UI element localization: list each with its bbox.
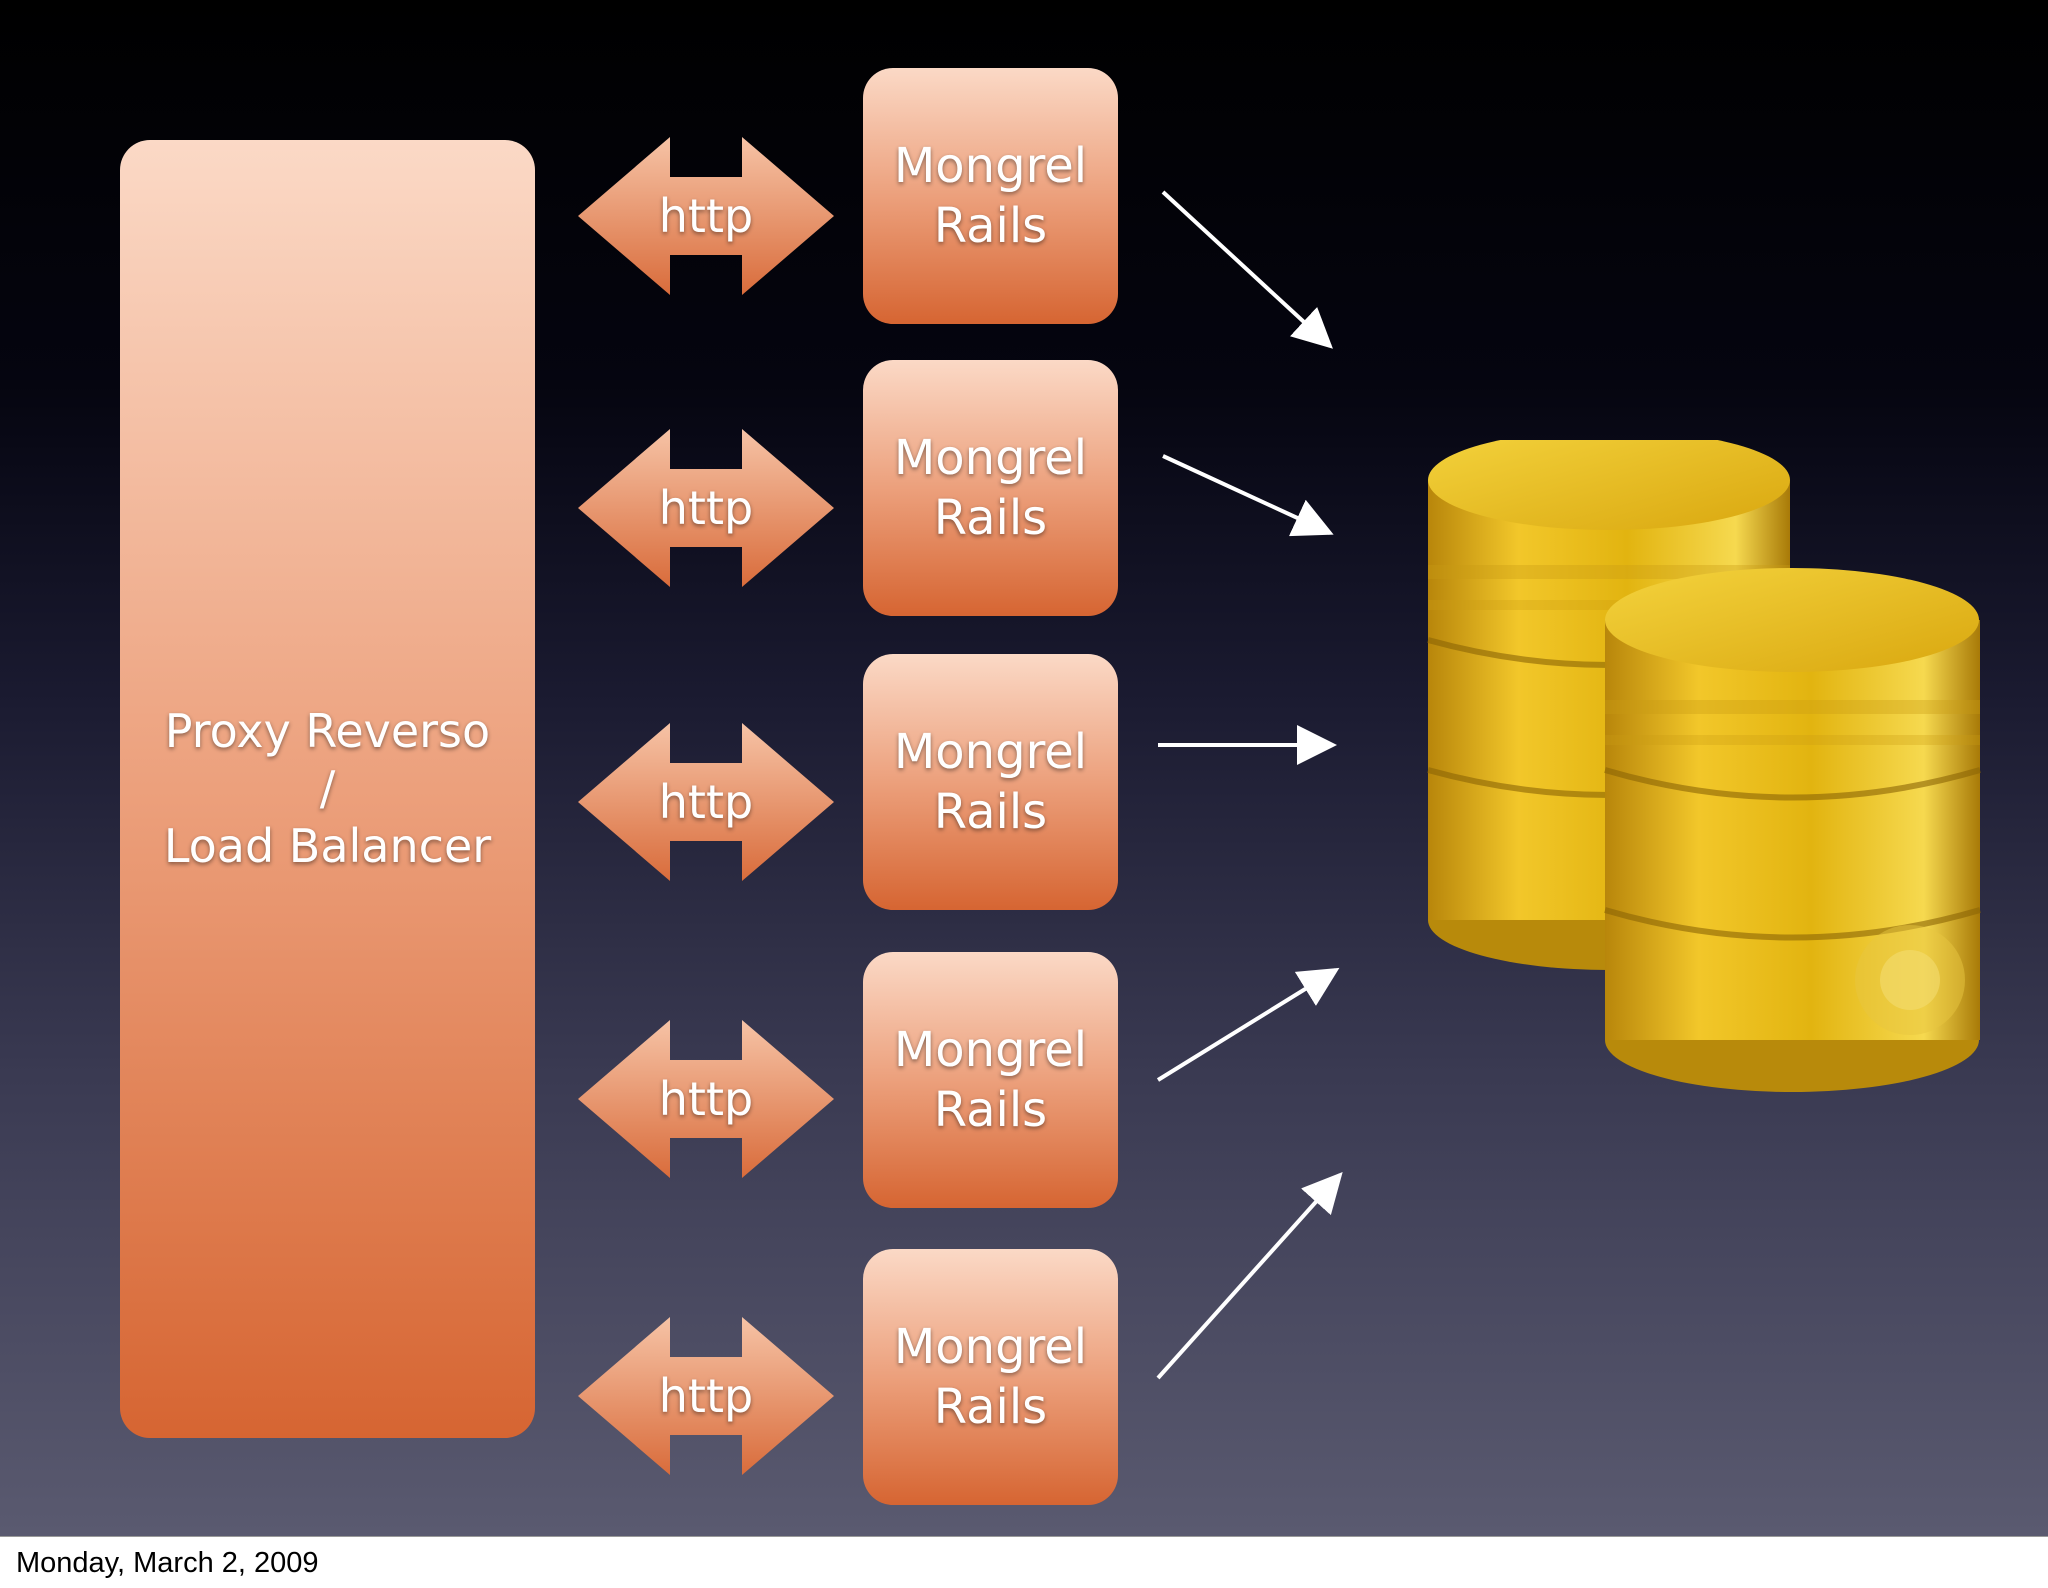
- server-label-line-1: Mongrel: [893, 1022, 1088, 1078]
- connector-arrow-1: [1161, 190, 1333, 349]
- http-label: http: [658, 1072, 754, 1126]
- connector-arrows: [1156, 190, 1343, 1380]
- http-label: http: [658, 1369, 754, 1423]
- http-label: http: [658, 775, 754, 829]
- mongrel-rails-server-1: Mongrel Rails: [863, 68, 1118, 324]
- server-label-line-1: Mongrel: [893, 1319, 1088, 1375]
- http-arrow: http: [578, 723, 834, 881]
- connector-arrow-4: [1156, 967, 1340, 1082]
- double-arrow-icon: [578, 1317, 834, 1475]
- http-arrow: http: [578, 429, 834, 587]
- http-arrow: http: [578, 137, 834, 295]
- server-label-line-2: Rails: [933, 490, 1048, 546]
- proxy-label-line-2: /: [319, 761, 336, 816]
- http-label: http: [658, 481, 754, 535]
- server-label-line-2: Rails: [933, 1379, 1048, 1435]
- mongrel-rails-server-3: Mongrel Rails: [863, 654, 1118, 910]
- http-arrow: http: [578, 1020, 834, 1178]
- double-arrow-icon: [578, 1020, 834, 1178]
- footer: Monday, March 2, 2009: [0, 1536, 2048, 1588]
- server-label-line-1: Mongrel: [893, 138, 1088, 194]
- proxy-load-balancer-box: Proxy Reverso / Load Balancer: [120, 140, 535, 1438]
- footer-date: Monday, March 2, 2009: [16, 1547, 319, 1579]
- double-arrow-icon: [578, 429, 834, 587]
- server-label-line-1: Mongrel: [893, 724, 1088, 780]
- server-label-line-2: Rails: [933, 198, 1048, 254]
- server-label-line-2: Rails: [933, 784, 1048, 840]
- slide: Proxy Reverso / Load Balancer http Mongr…: [0, 0, 2048, 1536]
- mongrel-rails-server-2: Mongrel Rails: [863, 360, 1118, 616]
- server-label-line-2: Rails: [933, 1082, 1048, 1138]
- proxy-label-line-1: Proxy Reverso: [164, 703, 491, 758]
- double-arrow-icon: [578, 137, 834, 295]
- mongrel-rails-server-5: Mongrel Rails: [863, 1249, 1118, 1505]
- mongrel-rails-server-4: Mongrel Rails: [863, 952, 1118, 1208]
- double-arrow-icon: [578, 723, 834, 881]
- connector-arrow-5: [1156, 1172, 1343, 1380]
- server-label-line-1: Mongrel: [893, 430, 1088, 486]
- connector-arrow-2: [1162, 454, 1334, 537]
- proxy-label-line-3: Load Balancer: [163, 818, 492, 873]
- http-label: http: [658, 189, 754, 243]
- http-arrow: http: [578, 1317, 834, 1475]
- database-icon: [1427, 440, 1981, 1092]
